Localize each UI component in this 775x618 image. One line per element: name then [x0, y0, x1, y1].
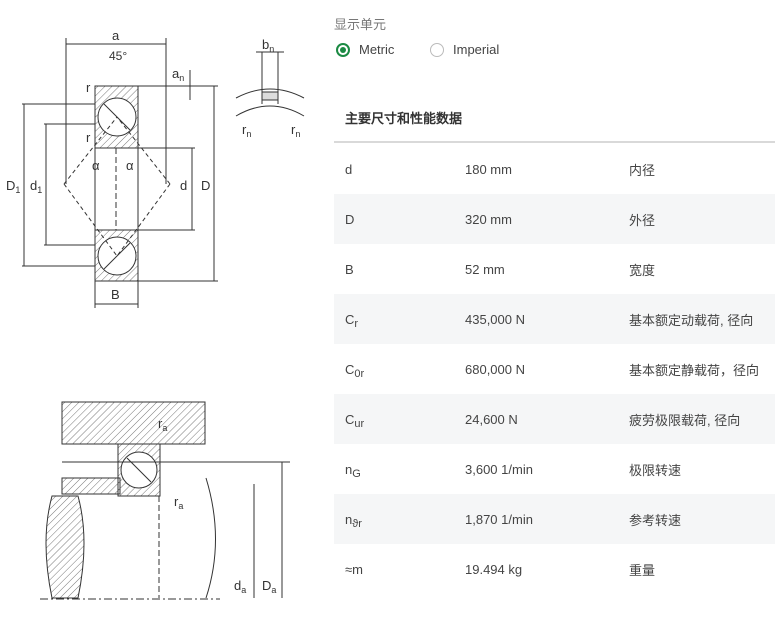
- unit-selector-label: 显示单元: [334, 17, 387, 32]
- value-cell: 680,000 N: [465, 361, 525, 377]
- value-cell: 24,600 N: [465, 411, 518, 427]
- label-alpha-right: α: [126, 158, 134, 173]
- description-cell: 基本额定动载荷, 径向: [629, 312, 754, 328]
- symbol-cell: B: [345, 261, 354, 277]
- symbol-cell: ≈m: [345, 561, 363, 577]
- symbol-cell: d: [345, 161, 353, 177]
- table-row: B 52 mm 宽度: [334, 244, 775, 294]
- radio-unchecked-icon: [430, 42, 444, 57]
- description-cell: 外径: [629, 212, 656, 228]
- label-D: D: [201, 178, 210, 193]
- label-bn: bn: [262, 37, 274, 54]
- radio-metric-label: Metric: [359, 42, 395, 57]
- label-r-mid: r: [86, 130, 91, 145]
- label-D1: D1: [6, 178, 20, 195]
- label-an: an: [172, 66, 184, 83]
- spec-table: d 180 mm 内径 D 320 mm 外径 B 52 mm 宽度 Cr 43…: [334, 144, 775, 594]
- description-cell: 参考转速: [629, 512, 682, 528]
- label-45deg: 45°: [109, 49, 127, 63]
- bearing-cross-section-drawing: a 45° an r r D1 d1 α α d D B bn rn rn ra…: [6, 28, 305, 600]
- label-d: d: [180, 178, 187, 193]
- value-cell: 3,600 1/min: [465, 461, 533, 477]
- label-alpha-left: α: [92, 158, 100, 173]
- description-cell: 重量: [629, 562, 656, 578]
- title-divider: [334, 141, 775, 143]
- label-ra-bottom: ra: [174, 494, 183, 511]
- table-row: Cr 435,000 N 基本额定动载荷, 径向: [334, 294, 775, 344]
- value-cell: 52 mm: [465, 261, 505, 277]
- radio-checked-icon: [336, 42, 350, 57]
- label-rn-left: rn: [242, 122, 251, 139]
- symbol-cell: Cur: [345, 411, 365, 430]
- radio-metric[interactable]: Metric: [336, 42, 394, 57]
- symbol-cell: C0r: [345, 361, 365, 380]
- label-a: a: [112, 28, 120, 43]
- label-d1: d1: [30, 178, 42, 195]
- value-cell: 1,870 1/min: [465, 511, 533, 527]
- description-cell: 内径: [629, 162, 656, 178]
- label-r-top: r: [86, 80, 91, 95]
- label-Da: Da: [262, 578, 276, 595]
- bearing-drawings: a 45° an r r D1 d1 α α d D B bn rn rn ra…: [0, 0, 330, 618]
- value-cell: 320 mm: [465, 211, 512, 227]
- label-rn-right: rn: [291, 122, 300, 139]
- symbol-cell: nG: [345, 461, 361, 480]
- label-da: da: [234, 578, 246, 595]
- table-row: C0r 680,000 N 基本额定静载荷，径向: [334, 344, 775, 394]
- table-row: ≈m 19.494 kg 重量: [334, 544, 775, 594]
- table-row: Cur 24,600 N 疲劳极限载荷, 径向: [334, 394, 775, 444]
- symbol-cell: D: [345, 211, 355, 227]
- description-cell: 疲劳极限载荷, 径向: [629, 412, 741, 428]
- value-cell: 19.494 kg: [465, 561, 523, 577]
- section-title: 主要尺寸和性能数据: [345, 111, 463, 126]
- description-cell: 宽度: [629, 262, 656, 278]
- table-row: nϑr 1,870 1/min 参考转速: [334, 494, 775, 544]
- label-ra-top: ra: [158, 416, 167, 433]
- label-B: B: [111, 287, 120, 302]
- table-row: D 320 mm 外径: [334, 194, 775, 244]
- description-cell: 基本额定静载荷，径向: [629, 362, 760, 378]
- radio-imperial-label: Imperial: [453, 42, 500, 57]
- symbol-cell: Cr: [345, 311, 359, 330]
- symbol-cell: nϑr: [345, 511, 362, 530]
- table-row: nG 3,600 1/min 极限转速: [334, 444, 775, 494]
- value-cell: 180 mm: [465, 161, 512, 177]
- description-cell: 极限转速: [629, 462, 682, 478]
- radio-imperial[interactable]: Imperial: [430, 42, 499, 57]
- table-row: d 180 mm 内径: [334, 144, 775, 194]
- value-cell: 435,000 N: [465, 311, 525, 327]
